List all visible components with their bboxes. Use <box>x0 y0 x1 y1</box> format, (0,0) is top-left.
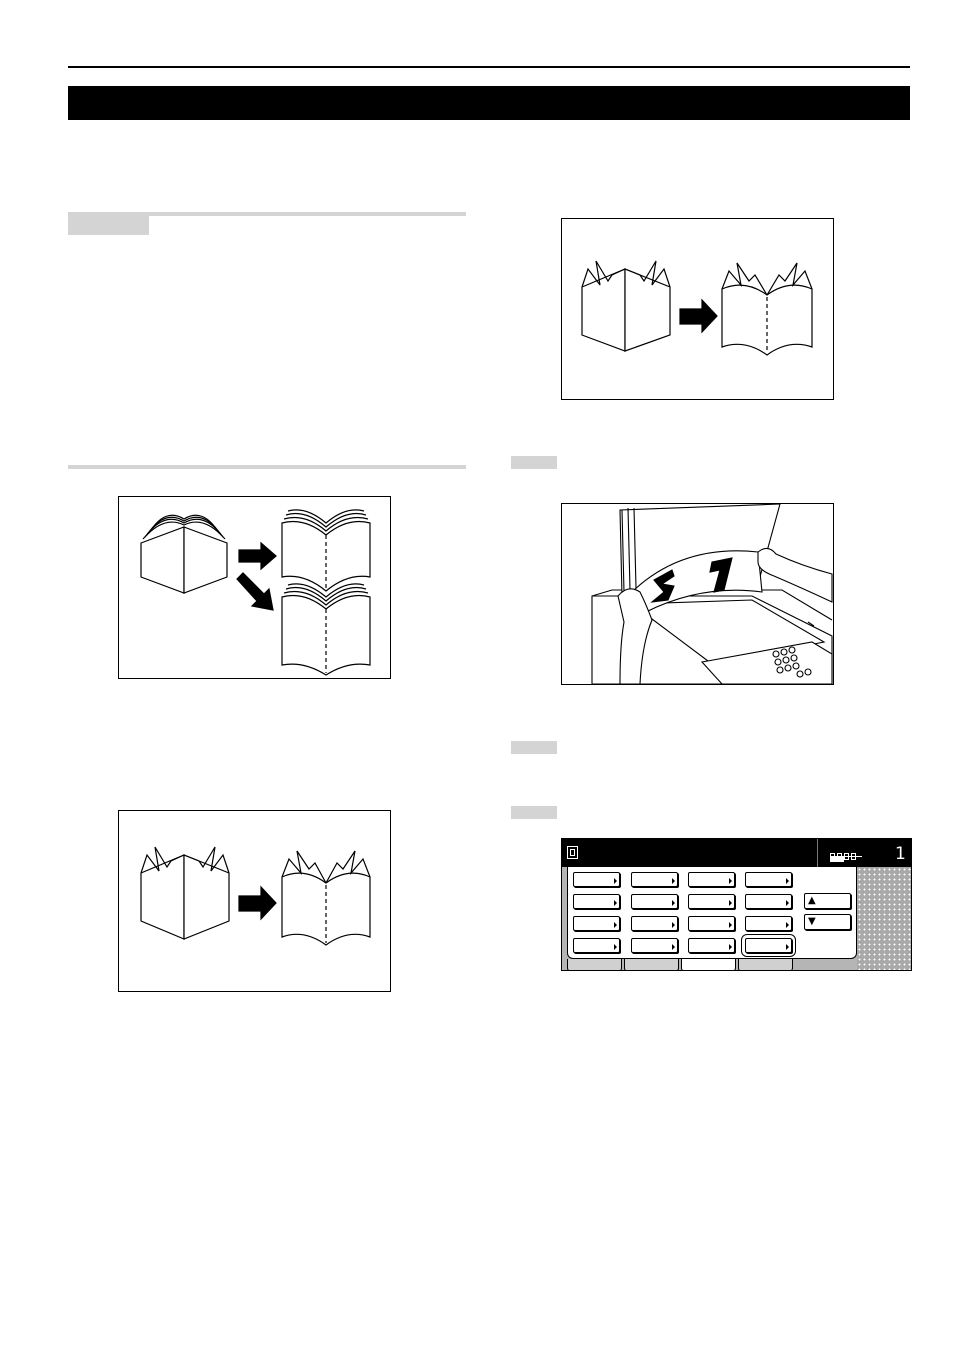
function-key-6[interactable] <box>631 894 678 909</box>
panel-tab-2[interactable] <box>624 959 679 970</box>
figure-placing-original-on-platen <box>561 503 834 685</box>
function-key-11[interactable] <box>688 916 735 931</box>
note-rule <box>68 212 466 216</box>
step-3-tab <box>511 806 557 819</box>
figure-folded-original-left <box>118 810 391 992</box>
function-key-14[interactable] <box>631 938 678 953</box>
function-key-15[interactable] <box>688 938 735 953</box>
copy-count: 1 <box>895 844 906 864</box>
book-split-illustration <box>140 509 371 676</box>
function-key-1[interactable] <box>573 872 620 887</box>
folded-original-illustration <box>140 846 371 946</box>
top-rule <box>68 66 910 68</box>
document-icon <box>567 846 578 859</box>
panel-tab-3[interactable] <box>681 959 736 970</box>
function-key-3[interactable] <box>688 872 735 887</box>
figure-folded-original-right <box>561 218 834 400</box>
function-key-13[interactable] <box>573 938 620 953</box>
touch-panel-screen: 1 ▲ ▼ <box>561 838 912 971</box>
up-arrow-icon: ▲ <box>808 895 816 906</box>
panel-header: 1 <box>562 839 911 867</box>
step-1-tab <box>511 456 557 469</box>
scroll-down-button[interactable]: ▼ <box>804 914 851 930</box>
function-key-9[interactable] <box>573 916 620 931</box>
function-key-16-selected[interactable] <box>741 934 796 957</box>
function-key-card: ▲ ▼ <box>567 867 857 959</box>
panel-tab-1[interactable] <box>567 959 622 970</box>
note-label-tab <box>68 212 149 235</box>
scroll-up-button[interactable]: ▲ <box>804 893 851 909</box>
panel-dot-pattern <box>857 867 911 970</box>
step-2-tab <box>511 741 557 754</box>
down-arrow-icon: ▼ <box>808 916 816 927</box>
header-separator <box>817 839 818 867</box>
function-key-4[interactable] <box>745 872 792 887</box>
function-key-12[interactable] <box>745 916 792 931</box>
section-divider <box>68 465 466 469</box>
function-key-5[interactable] <box>573 894 620 909</box>
platen-illustration <box>591 504 833 684</box>
function-key-10[interactable] <box>631 916 678 931</box>
paper-size-indicator-icon <box>830 857 844 862</box>
paper-status-icon <box>830 847 862 860</box>
folded-original-illustration-2 <box>581 260 813 356</box>
function-key-8[interactable] <box>745 894 792 909</box>
figure-book-splits-two-pages <box>118 496 391 679</box>
function-key-7[interactable] <box>688 894 735 909</box>
panel-tab-4[interactable] <box>738 959 793 970</box>
section-title-bar <box>68 86 910 120</box>
function-key-2[interactable] <box>631 872 678 887</box>
